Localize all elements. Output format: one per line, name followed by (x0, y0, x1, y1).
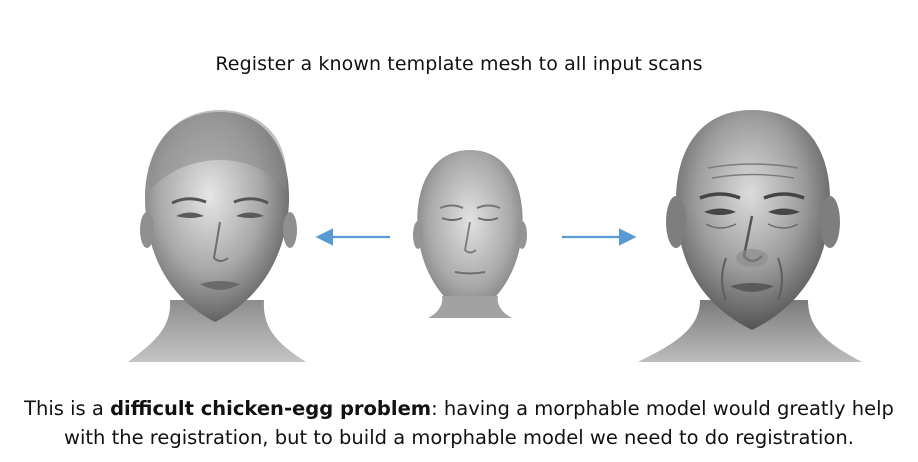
slide-title: Register a known template mesh to all in… (215, 53, 703, 75)
input-scan-old-man (638, 110, 862, 362)
caption-suffix: : having a morphable model would greatly… (431, 397, 894, 420)
caption-line-2: with the registration, but to build a mo… (64, 426, 854, 449)
slide-caption: This is a difficult chicken-egg problem:… (0, 394, 918, 452)
template-mesh (413, 150, 527, 318)
caption-prefix: This is a (24, 397, 111, 420)
input-scan-woman (128, 110, 306, 362)
caption-line-1: This is a difficult chicken-egg problem:… (0, 394, 918, 423)
caption-bold-phrase: difficult chicken-egg problem (110, 397, 432, 420)
